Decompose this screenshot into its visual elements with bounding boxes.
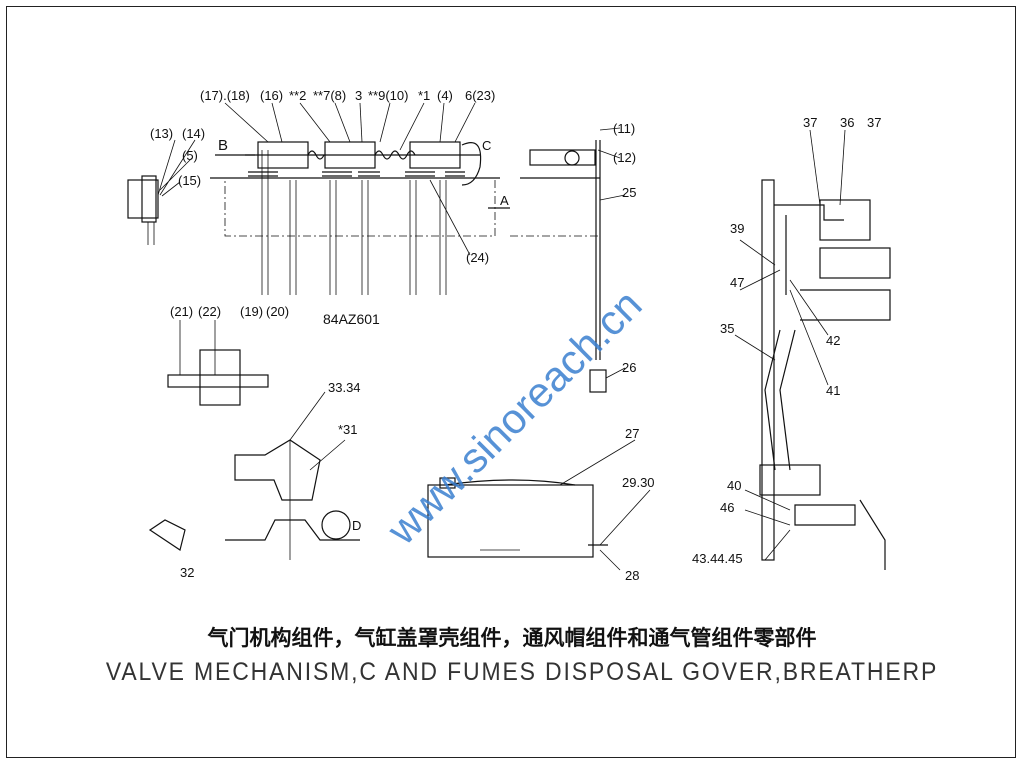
label-6-23: 6(23): [465, 88, 495, 103]
label-3: 3: [355, 88, 362, 103]
valve-side-view: [127, 139, 196, 245]
label-47: 47: [730, 275, 744, 290]
label-view-b: B: [218, 137, 228, 154]
label-42: 42: [826, 333, 840, 348]
label-view-c: C: [482, 138, 491, 153]
label-37a: 37: [803, 115, 817, 130]
label-27: 27: [625, 426, 639, 441]
label-11: (11): [613, 121, 635, 136]
label-20: (20): [266, 304, 289, 319]
pipe-detail: [167, 320, 269, 406]
label-9-10: **9(10): [368, 88, 408, 103]
label-22: (22): [198, 304, 221, 319]
label-4: (4): [437, 88, 453, 103]
label-31: *31: [338, 422, 358, 437]
label-24: (24): [466, 250, 489, 265]
label-36: 36: [840, 115, 854, 130]
label-40: 40: [727, 478, 741, 493]
label-35: 35: [720, 321, 734, 336]
leader-lines: [224, 102, 846, 571]
label-view-d: D: [352, 518, 361, 533]
label-33-34: 33.34: [328, 380, 361, 395]
title-english: VALVE MECHANISM,C AND FUMES DISPOSAL GOV…: [105, 658, 939, 686]
label-19: (19): [240, 304, 263, 319]
label-view-a: A: [500, 193, 509, 208]
cylinder-cover-view: [427, 477, 608, 558]
label-12: (12): [613, 150, 636, 165]
label-26: 26: [622, 360, 636, 375]
label-21: (21): [170, 304, 193, 319]
label-17-18: (17).(18): [200, 88, 250, 103]
valve-mechanism-view: [210, 141, 510, 295]
label-28: 28: [625, 568, 639, 583]
label-7-8: **7(8): [313, 88, 346, 103]
part-labels: (17).(18) (16) **2 **7(8) 3 **9(10) *1 (…: [150, 88, 881, 583]
label-32: 32: [180, 565, 194, 580]
label-29-30: 29.30: [622, 475, 655, 490]
title-chinese: 气门机构组件，气缸盖罩壳组件，通风帽组件和通气管组件零部件: [207, 625, 817, 650]
label-16: (16): [260, 88, 283, 103]
label-39: 39: [730, 221, 744, 236]
label-25: 25: [622, 185, 636, 200]
label-37b: 37: [867, 115, 881, 130]
drawing-frame: [6, 6, 1016, 758]
label-13: (13): [150, 126, 173, 141]
label-15: (15): [178, 173, 201, 188]
breather-cap-view: [148, 439, 360, 560]
breather-pipe-view: [759, 179, 891, 570]
rocker-view: [510, 140, 607, 393]
label-41: 41: [826, 383, 840, 398]
label-46: 46: [720, 500, 734, 515]
drawing-number: 84AZ601: [323, 311, 380, 327]
label-43-44-45: 43.44.45: [692, 551, 743, 566]
label-2: **2: [289, 88, 306, 103]
label-14: (14): [182, 126, 205, 141]
label-5: (5): [182, 148, 198, 163]
label-1: *1: [418, 88, 430, 103]
